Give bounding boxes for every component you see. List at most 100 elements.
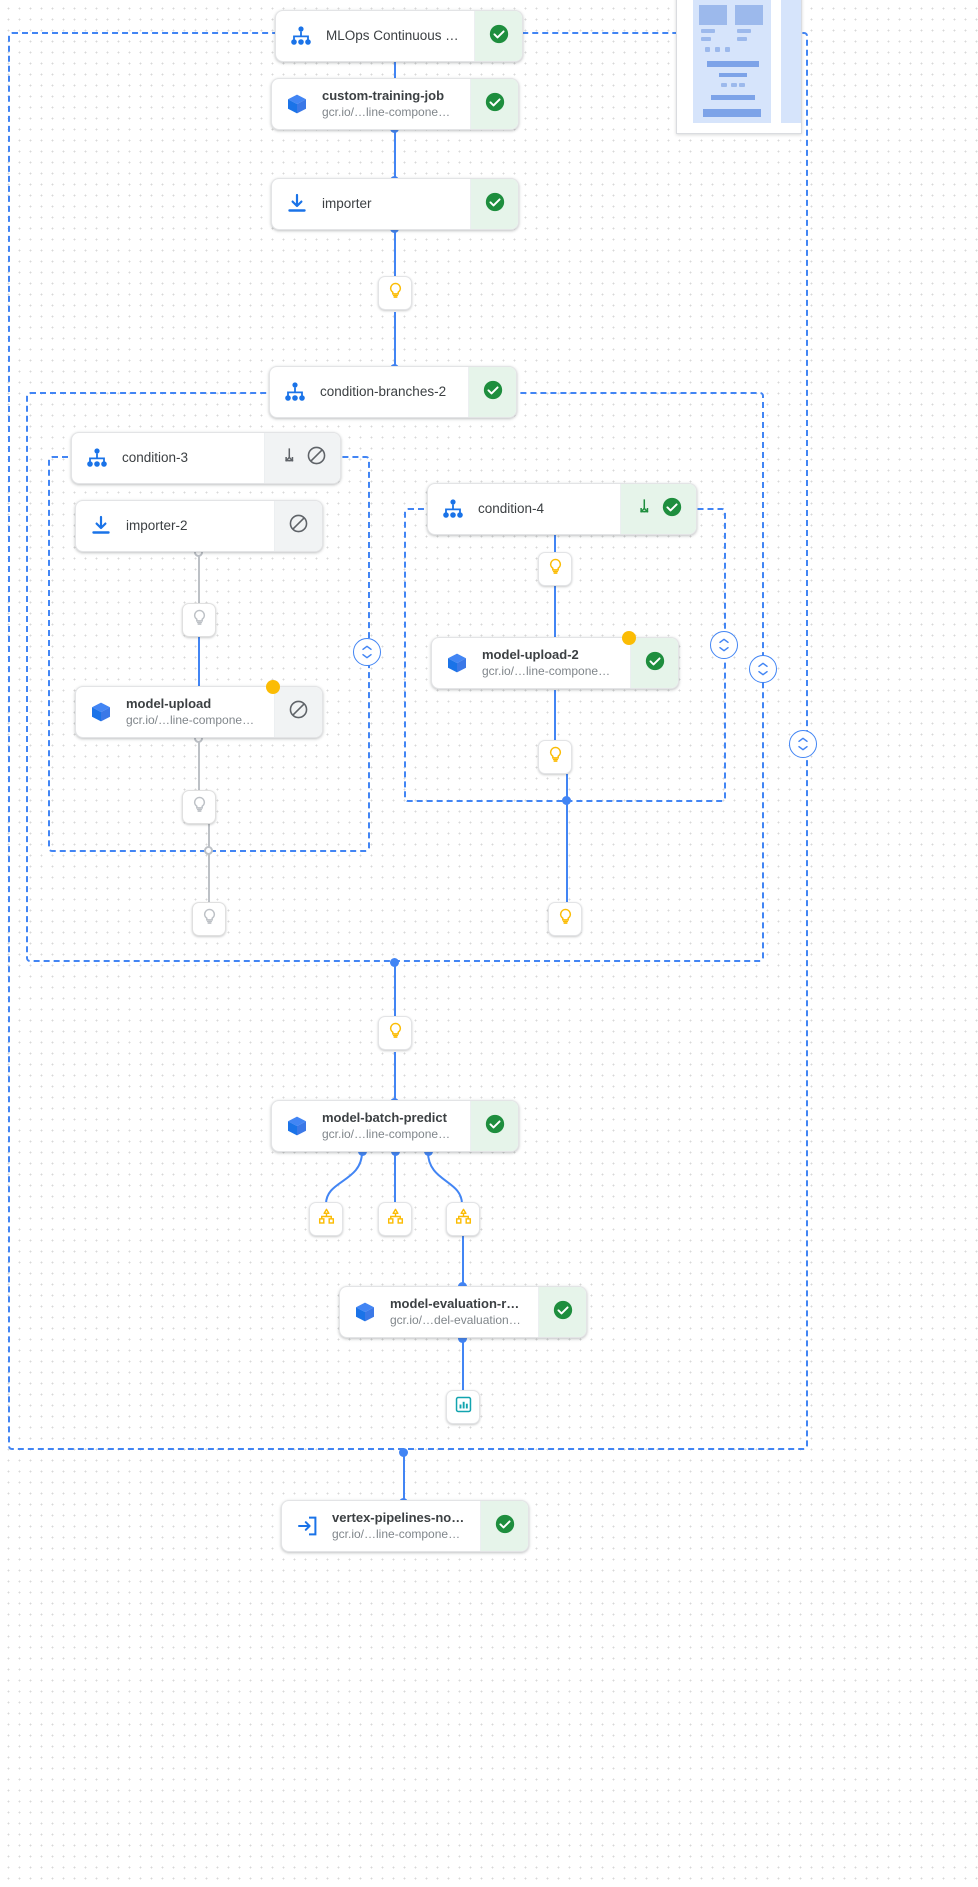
- exit-arrow-box-icon: [294, 1513, 320, 1539]
- collapse-chevrons-icon: [795, 736, 811, 752]
- node-labels: MLOps Continuous Traini…: [326, 28, 460, 44]
- check-circle-icon: [644, 650, 666, 677]
- status-badge[interactable]: [538, 1287, 586, 1337]
- artifact-param-8[interactable]: [548, 902, 582, 936]
- node-mlops-continuous-training[interactable]: MLOps Continuous Traini…: [275, 10, 523, 62]
- parameter-bulb-icon: [546, 557, 565, 581]
- status-badge[interactable]: [474, 11, 522, 61]
- minimap-node: [725, 47, 730, 52]
- edge-training-to-importer: [394, 128, 396, 180]
- edge-dataset-to-evaluation: [462, 1236, 464, 1286]
- artifact-metrics-1[interactable]: [446, 1390, 480, 1424]
- node-subtitle: gcr.io/…line-components:2.6.0: [322, 105, 456, 119]
- minimap-node: [701, 29, 715, 33]
- node-title: condition-4: [478, 501, 545, 517]
- node-model-upload-2[interactable]: model-upload-2 gcr.io/…line-components:2…: [431, 637, 679, 689]
- minimap-node: [731, 83, 737, 87]
- artifact-dataset-1[interactable]: [309, 1202, 343, 1236]
- node-body: importer-2: [76, 501, 274, 551]
- parameter-bulb-icon: [556, 907, 575, 931]
- edge-evaluation-to-metrics: [462, 1338, 464, 1390]
- minimap-node: [701, 37, 711, 41]
- check-circle-icon: [552, 1299, 574, 1326]
- pipeline-hierarchy-icon: [288, 23, 314, 49]
- edge-root-group-to-notification: [403, 1450, 405, 1502]
- status-badge[interactable]: [468, 367, 516, 417]
- status-badge[interactable]: [470, 179, 518, 229]
- artifact-param-3[interactable]: [182, 790, 216, 824]
- node-model-evaluation-regression[interactable]: model-evaluation-regres… gcr.io/…del-eva…: [339, 1286, 587, 1338]
- node-importer[interactable]: importer: [271, 178, 519, 230]
- dataset-artifact-icon: [386, 1207, 405, 1231]
- artifact-param-4[interactable]: [192, 902, 226, 936]
- node-title: model-evaluation-regres…: [390, 1296, 524, 1311]
- status-badge[interactable]: [470, 1101, 518, 1151]
- status-badge[interactable]: [620, 484, 696, 534]
- check-circle-icon: [484, 91, 506, 118]
- node-subtitle: gcr.io/…line-components:2.6.0: [126, 713, 260, 727]
- artifact-param-6[interactable]: [538, 552, 572, 586]
- status-badge[interactable]: [470, 79, 518, 129]
- node-subtitle: gcr.io/…line-components:2.6.0: [322, 1127, 456, 1141]
- expander-condition-3[interactable]: [353, 638, 381, 666]
- node-title: MLOps Continuous Traini…: [326, 28, 460, 44]
- node-labels: model-upload gcr.io/…line-components:2.6…: [126, 697, 260, 728]
- edge-fanout-datasets: [325, 1151, 463, 1205]
- node-subtitle: gcr.io/…line-components:2.6.0: [482, 664, 616, 678]
- parameter-bulb-icon: [190, 608, 209, 632]
- container-cube-icon: [444, 650, 470, 676]
- node-title: importer-2: [126, 518, 188, 534]
- node-body: condition-branches-2: [270, 367, 468, 417]
- check-circle-icon: [661, 496, 683, 523]
- status-badge[interactable]: [480, 1501, 528, 1551]
- status-badge[interactable]: [274, 501, 322, 551]
- artifact-param-1[interactable]: [378, 276, 412, 310]
- node-importer-2[interactable]: importer-2: [75, 500, 323, 552]
- merge-arrows-icon: [634, 497, 653, 521]
- minimap-overflow: [781, 0, 801, 123]
- minimap-node: [703, 109, 761, 117]
- cached-marker-dot: [622, 631, 636, 645]
- container-cube-icon: [284, 91, 310, 117]
- node-model-batch-predict[interactable]: model-batch-predict gcr.io/…line-compone…: [271, 1100, 519, 1152]
- collapse-chevrons-icon: [755, 661, 771, 677]
- artifact-dataset-2[interactable]: [378, 1202, 412, 1236]
- node-custom-training-job[interactable]: custom-training-job gcr.io/…line-compone…: [271, 78, 519, 130]
- edge-param-to-model-upload: [198, 636, 200, 690]
- node-labels: condition-3: [122, 450, 188, 466]
- node-labels: importer-2: [126, 518, 188, 534]
- parameter-bulb-icon: [546, 745, 565, 769]
- artifact-param-9[interactable]: [378, 1016, 412, 1050]
- node-labels: model-batch-predict gcr.io/…line-compone…: [322, 1111, 456, 1142]
- node-condition-4[interactable]: condition-4: [427, 483, 697, 535]
- status-badge[interactable]: [264, 433, 340, 483]
- collapse-chevrons-icon: [716, 637, 732, 653]
- node-body: MLOps Continuous Traini…: [276, 11, 474, 61]
- node-model-upload[interactable]: model-upload gcr.io/…line-components:2.6…: [75, 686, 323, 738]
- node-condition-3[interactable]: condition-3: [71, 432, 341, 484]
- cached-marker-dot: [266, 680, 280, 694]
- node-body: model-batch-predict gcr.io/…line-compone…: [272, 1101, 470, 1151]
- artifact-dataset-3[interactable]: [446, 1202, 480, 1236]
- node-body: model-upload gcr.io/…line-components:2.6…: [76, 687, 274, 737]
- expander-root-pipeline[interactable]: [789, 730, 817, 758]
- node-condition-branches-2[interactable]: condition-branches-2: [269, 366, 517, 418]
- expander-condition-branches-2[interactable]: [749, 655, 777, 683]
- node-body: vertex-pipelines-notificat… gcr.io/…line…: [282, 1501, 480, 1551]
- check-circle-icon: [494, 1513, 516, 1540]
- collapse-chevrons-icon: [359, 644, 375, 660]
- metrics-chart-icon: [454, 1395, 473, 1419]
- status-badge[interactable]: [274, 687, 322, 737]
- expander-condition-4[interactable]: [710, 631, 738, 659]
- edge-dot: [399, 1448, 408, 1457]
- parameter-bulb-icon: [190, 795, 209, 819]
- node-labels: vertex-pipelines-notificat… gcr.io/…line…: [332, 1511, 466, 1542]
- node-vertex-pipelines-notification[interactable]: vertex-pipelines-notificat… gcr.io/…line…: [281, 1500, 529, 1552]
- artifact-param-7[interactable]: [538, 740, 572, 774]
- status-badge[interactable]: [630, 638, 678, 688]
- edge-group-to-batch-predict: [394, 960, 396, 1016]
- artifact-param-2[interactable]: [182, 603, 216, 637]
- dag-minimap[interactable]: [676, 0, 802, 134]
- pipeline-hierarchy-icon: [440, 496, 466, 522]
